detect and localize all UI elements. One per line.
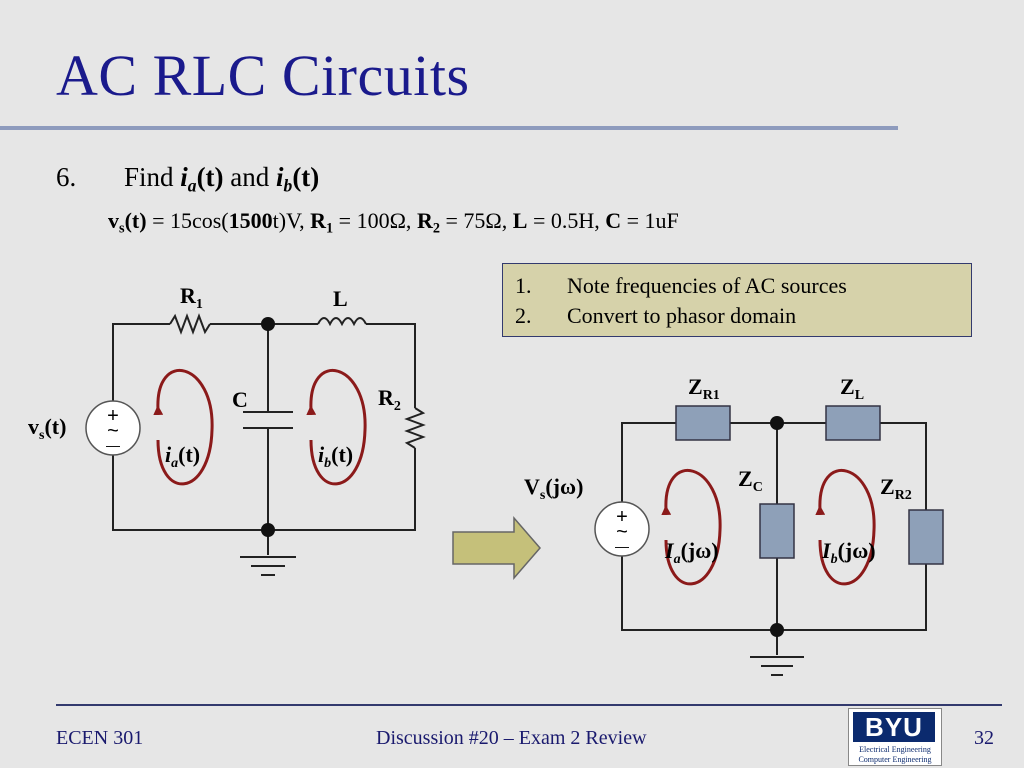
logo-line-1: Electrical Engineering — [859, 745, 931, 754]
current-b-sub: b — [283, 175, 293, 196]
capacitor-c — [243, 411, 293, 429]
c-value: = 1uF — [621, 208, 679, 233]
label-phasor-vs: Vs(jω) — [524, 474, 583, 503]
vs-expr-1: = 15cos( — [146, 208, 229, 233]
footer-page-number: 32 — [974, 727, 994, 749]
loop-arrow-a — [153, 368, 214, 486]
current-a-arg: (t) — [196, 162, 224, 192]
footer-title: Discussion #20 – Exam 2 Review — [376, 727, 647, 749]
label-zr2: ZR2 — [880, 474, 912, 503]
source-tilde: ~ — [107, 420, 119, 442]
title-divider — [0, 126, 898, 130]
impedance-zr2 — [908, 509, 944, 565]
step-text: Convert to phasor domain — [567, 303, 797, 328]
steps-box: 1. Note frequencies of AC sources 2. Conve… — [502, 263, 972, 337]
r2-value: = 75Ω, — [439, 208, 513, 233]
footer-course: ECEN 301 — [56, 727, 144, 749]
loop-arrow-b — [306, 368, 367, 486]
l-value: = 0.5H, — [527, 208, 606, 233]
wire-top-left — [112, 323, 170, 401]
node-top — [261, 317, 275, 331]
conversion-arrow — [452, 515, 541, 581]
label-ia: ia(t) — [165, 442, 200, 471]
logo-line-2: Computer Engineering — [858, 755, 932, 764]
phasor-source-plus: + — [616, 506, 628, 528]
current-b-symbol: i — [276, 162, 284, 192]
label-zl: ZL — [840, 374, 864, 403]
c-symbol: C — [605, 208, 622, 233]
problem-number: 6. — [56, 162, 77, 192]
resistor-r1 — [169, 313, 211, 335]
label-vs: vs(t) — [28, 414, 66, 443]
wire-right-bottom — [112, 448, 416, 531]
current-b-arg: (t) — [292, 162, 320, 192]
source-minus: — — [106, 437, 120, 453]
phasor-loop-arrow-a — [661, 468, 722, 586]
label-phasor-ib: Ib(jω) — [821, 538, 876, 567]
r2-sub: 2 — [432, 220, 440, 237]
impedance-zl — [825, 405, 881, 441]
phasor-loop-arrow-b — [815, 468, 876, 586]
impedance-zr1 — [675, 405, 731, 441]
phasor-node-top — [770, 416, 784, 430]
current-a-symbol: i — [180, 162, 188, 192]
label-phasor-ia: Ia(jω) — [664, 538, 719, 567]
given-values: vs(t) = 15cos(1500t)V, R1 = 100Ω, R2 = 7… — [108, 208, 679, 237]
source-plus: + — [107, 405, 119, 427]
r1-value: = 100Ω, — [333, 208, 417, 233]
label-l: L — [333, 286, 348, 311]
ground-symbol — [240, 556, 296, 576]
byu-logo-text: BYU — [853, 712, 935, 742]
r2-symbol: R — [416, 208, 433, 233]
label-c: C — [232, 387, 248, 412]
and-word: and — [230, 162, 270, 192]
current-a-sub: a — [187, 175, 197, 196]
r1-sub: 1 — [326, 220, 334, 237]
find-word: Find — [124, 162, 174, 192]
label-r1: R1 — [180, 283, 203, 312]
byu-logo: BYU Electrical Engineering Computer Engi… — [848, 708, 942, 766]
problem-statement: 6.Find ia(t) and ib(t) — [56, 162, 319, 196]
footer-divider — [56, 704, 1002, 706]
impedance-zc — [759, 503, 795, 559]
wire-top-right — [366, 323, 416, 408]
vs-symbol: v — [108, 208, 119, 233]
step-text: Note frequencies of AC sources — [567, 273, 847, 298]
slide-title: AC RLC Circuits — [56, 43, 470, 108]
inductor-l — [317, 317, 367, 327]
voltage-source-vs — [85, 400, 141, 456]
node-bottom — [261, 523, 275, 537]
phasor-source-minus: — — [615, 538, 629, 554]
ground-symbol-phasor — [750, 656, 804, 676]
vs-sub: s — [119, 220, 125, 237]
label-zc: ZC — [738, 466, 763, 495]
step-item: 2. Convert to phasor domain — [515, 301, 971, 331]
phasor-source-tilde: ~ — [616, 521, 628, 543]
label-r2: R2 — [378, 385, 401, 414]
r1-symbol: R — [310, 208, 327, 233]
step-number: 1. — [515, 273, 532, 298]
resistor-r2 — [404, 407, 426, 449]
vs-arg: (t) — [124, 208, 147, 233]
step-number: 2. — [515, 303, 532, 328]
l-symbol: L — [512, 208, 528, 233]
label-zr1: ZR1 — [688, 374, 720, 403]
vs-frequency: 1500 — [228, 208, 273, 233]
phasor-node-bottom — [770, 623, 784, 637]
label-ib: ib(t) — [318, 442, 353, 471]
step-item: 1. Note frequencies of AC sources — [515, 271, 971, 301]
phasor-voltage-source — [594, 501, 650, 557]
vs-expr-2: t)V, — [272, 208, 311, 233]
